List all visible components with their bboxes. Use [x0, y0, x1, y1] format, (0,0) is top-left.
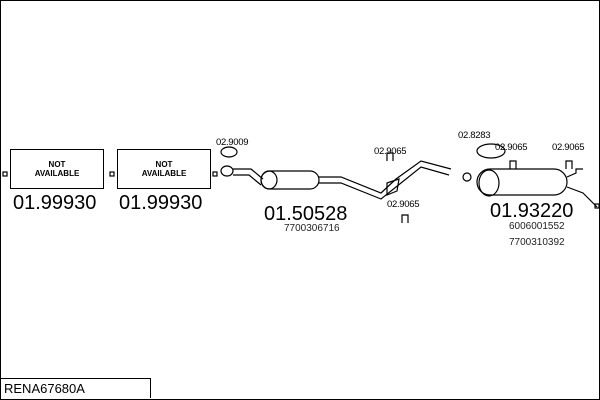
bracket-icon [386, 178, 400, 196]
oem-number: 6006001552 [509, 221, 565, 232]
oem-number: 7700310392 [509, 237, 565, 248]
mid-pipe [319, 160, 452, 200]
tail-pipe [566, 168, 598, 208]
accessory-number[interactable]: 02.9065 [552, 142, 585, 153]
oem-number: 7700306716 [284, 223, 340, 234]
part-number[interactable]: 01.99930 [119, 192, 203, 214]
connector-icon [212, 171, 218, 177]
accessory-number[interactable]: 02.9065 [495, 142, 528, 153]
connector-icon [109, 171, 115, 177]
part-number[interactable]: 01.99930 [13, 192, 97, 214]
connector-icon [594, 203, 599, 209]
gasket-icon [220, 146, 238, 158]
na-text: AVAILABLE [141, 169, 187, 178]
clamp-icon [462, 172, 472, 182]
flange-icon [220, 165, 234, 177]
accessory-number[interactable]: 02.9065 [374, 146, 407, 157]
vehicle-code: RENA67680A [1, 378, 151, 398]
accessory-number[interactable]: 02.9065 [387, 199, 420, 210]
na-text: NOT [155, 160, 173, 169]
connector-icon [2, 171, 8, 177]
front-muffler [260, 170, 320, 190]
hanger-icon [386, 152, 573, 223]
part-number[interactable]: 01.93220 [490, 200, 574, 222]
mount-icon [476, 143, 506, 159]
rear-muffler [476, 168, 568, 196]
part-number[interactable]: 01.50528 [264, 203, 348, 225]
front-pipe [233, 168, 264, 186]
accessory-number[interactable]: 02.9009 [216, 137, 249, 148]
na-text: AVAILABLE [34, 169, 80, 178]
accessory-number[interactable]: 02.8283 [458, 130, 491, 141]
na-text: NOT [48, 160, 66, 169]
